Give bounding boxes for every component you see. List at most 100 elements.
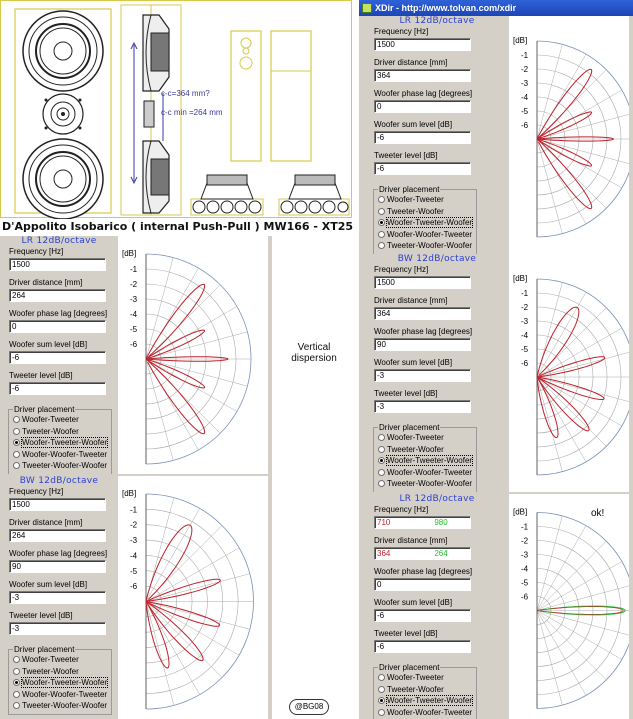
placement-option-tweeter-woofer[interactable]: Tweeter-Woofer	[378, 685, 444, 696]
radio-icon	[378, 207, 385, 215]
tick-label: -4	[130, 551, 138, 560]
phase-input[interactable]: 90	[374, 338, 471, 351]
distance-input[interactable]: 264	[9, 289, 106, 302]
placement-option-label: Tweeter-Woofer-Woofer	[387, 241, 473, 250]
radio-icon	[13, 462, 20, 469]
grid-spoke	[536, 69, 607, 140]
grid-spoke	[536, 292, 587, 378]
radio-icon	[378, 445, 385, 453]
tick-label: -6	[521, 359, 529, 368]
placement-option-woofer-tweeter[interactable]: Woofer-Tweeter	[13, 655, 79, 666]
phase-input[interactable]: 0	[374, 578, 471, 591]
sum-input[interactable]: -6	[9, 351, 106, 364]
placement-option-woofer-tweeter-woofer[interactable]: Woofer-Tweeter-Woofer	[13, 437, 109, 449]
placement-option-label: Woofer-Woofer-Tweeter	[387, 707, 473, 717]
grid-spoke	[145, 331, 248, 360]
sum-input[interactable]: -3	[374, 369, 471, 382]
radio-icon	[378, 219, 385, 226]
radio-icon	[13, 416, 20, 423]
tick-label: -3	[521, 317, 529, 326]
phase-input[interactable]: 0	[9, 320, 106, 333]
author-badge: @BG08	[289, 699, 329, 715]
grid-spoke	[536, 138, 563, 234]
placement-option-woofer-tweeter-woofer[interactable]: Woofer-Tweeter-Woofer	[378, 217, 474, 229]
tick-label: -1	[521, 51, 529, 60]
dispersion-lobe	[145, 356, 229, 362]
grid-spoke	[536, 376, 563, 472]
placement-option-tweeter-woofer[interactable]: Tweeter-Woofer	[378, 445, 444, 456]
placement-option-tweeter-woofer[interactable]: Tweeter-Woofer	[378, 207, 444, 218]
placement-option-woofer-woofer-tweeter[interactable]: Woofer-Woofer-Tweeter	[378, 468, 472, 479]
tick-label: -1	[130, 265, 138, 274]
placement-option-label: Woofer-Tweeter-Woofer	[385, 217, 474, 228]
polar-plot-b: [dB]-1-2-3-4-5-6	[509, 254, 629, 492]
grid-spoke	[536, 561, 622, 611]
placement-option-woofer-woofer-tweeter[interactable]: Woofer-Woofer-Tweeter	[378, 230, 472, 241]
placement-option-tweeter-woofer-woofer[interactable]: Tweeter-Woofer-Woofer	[13, 461, 107, 472]
sum-input[interactable]: -6	[374, 609, 471, 622]
frequency-input[interactable]: 1500	[374, 276, 471, 289]
placement-option-woofer-woofer-tweeter[interactable]: Woofer-Woofer-Tweeter	[378, 708, 472, 719]
placement-option-tweeter-woofer-woofer[interactable]: Tweeter-Woofer-Woofer	[378, 241, 472, 252]
placement-option-woofer-tweeter-woofer[interactable]: Woofer-Tweeter-Woofer	[378, 455, 474, 467]
placement-option-label: Woofer-Woofer-Tweeter	[387, 467, 473, 477]
distance-input[interactable]: 264	[9, 529, 106, 542]
dispersion-lobe	[145, 358, 205, 389]
placement-option-tweeter-woofer[interactable]: Tweeter-Woofer	[13, 427, 79, 438]
distance-input[interactable]: 364	[374, 69, 471, 82]
placement-option-label: Tweeter-Woofer	[22, 426, 79, 436]
placement-option-label: Woofer-Tweeter-Woofer	[20, 437, 109, 448]
grid-spoke	[145, 573, 250, 602]
tweeter-input[interactable]: -6	[374, 640, 471, 653]
distance-label: Driver distance [mm]	[9, 518, 83, 527]
placement-option-woofer-tweeter-woofer[interactable]: Woofer-Tweeter-Woofer	[378, 695, 474, 707]
frequency-input[interactable]: 1500	[9, 498, 106, 511]
phase-input[interactable]: 0	[374, 100, 471, 113]
placement-option-tweeter-woofer-woofer[interactable]: Tweeter-Woofer-Woofer	[13, 701, 107, 712]
placement-option-woofer-tweeter-woofer[interactable]: Woofer-Tweeter-Woofer	[13, 677, 109, 689]
dispersion-lobe	[536, 68, 593, 140]
placement-option-woofer-tweeter[interactable]: Woofer-Tweeter	[13, 415, 79, 426]
dispersion-lobe	[536, 136, 615, 142]
distance-input[interactable]: 364	[374, 307, 471, 320]
dispersion-lobe	[145, 524, 193, 602]
driver-placement-title: Driver placement	[378, 423, 441, 432]
placement-option-woofer-tweeter[interactable]: Woofer-Tweeter	[378, 195, 444, 206]
tweeter-input[interactable]: -6	[374, 162, 471, 175]
placement-option-tweeter-woofer-woofer[interactable]: Tweeter-Woofer-Woofer	[378, 479, 472, 490]
sum-input[interactable]: -3	[9, 591, 106, 604]
distance-value-red: 364	[377, 549, 391, 558]
tweeter-input[interactable]: -3	[374, 400, 471, 413]
tweeter-label: Tweeter level [dB]	[374, 629, 438, 638]
placement-option-label: Tweeter-Woofer	[387, 444, 444, 454]
placement-option-woofer-tweeter[interactable]: Woofer-Tweeter	[378, 433, 444, 444]
radio-icon	[13, 450, 20, 458]
placement-option-tweeter-woofer[interactable]: Tweeter-Woofer	[13, 667, 79, 678]
radio-icon	[378, 685, 385, 693]
tick-label: -2	[130, 280, 138, 289]
radio-icon	[13, 667, 20, 675]
filter-type-title: LR 12dB/octave	[399, 16, 475, 26]
dispersion-lobe	[536, 356, 606, 378]
frequency-input[interactable]: 1500	[374, 38, 471, 51]
tick-label: -2	[521, 303, 529, 312]
tweeter-input[interactable]: -3	[9, 622, 106, 635]
outer-ring	[536, 278, 629, 476]
driver-placement-title: Driver placement	[13, 405, 76, 414]
placement-option-woofer-tweeter[interactable]: Woofer-Tweeter	[378, 673, 444, 684]
phase-label: Woofer phase lag [degrees]	[374, 327, 473, 336]
dispersion-lobe	[145, 601, 170, 669]
placement-option-woofer-woofer-tweeter[interactable]: Woofer-Woofer-Tweeter	[13, 690, 107, 701]
phase-input[interactable]: 90	[9, 560, 106, 573]
tick-label: -3	[130, 295, 138, 304]
polar-chart: [dB]-1-2-3-4-5-6	[122, 489, 254, 710]
frequency-input[interactable]: 1500	[9, 258, 106, 271]
tweeter-input[interactable]: -6	[9, 382, 106, 395]
placement-option-woofer-woofer-tweeter[interactable]: Woofer-Woofer-Tweeter	[13, 450, 107, 461]
grid-spoke	[536, 541, 607, 611]
sum-input[interactable]: -6	[374, 131, 471, 144]
